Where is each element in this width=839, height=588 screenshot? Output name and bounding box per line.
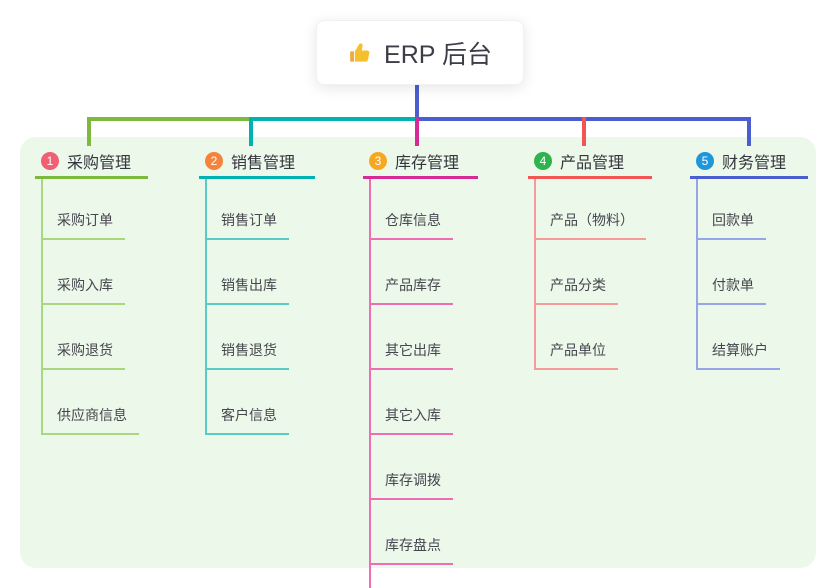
child-label: 库存盘点 [385,537,441,553]
connector-bus-green [87,117,251,121]
child-node[interactable]: 产品分类 [536,240,618,305]
branch-node-finance[interactable]: 5 财务管理 [690,146,808,179]
root-node-label: ERP 后台 [384,40,492,69]
child-node[interactable]: 出库库明细 [371,565,467,588]
child-node[interactable]: 客户信息 [207,370,289,435]
child-label: 产品单位 [550,342,606,358]
child-node[interactable]: 库存盘点 [371,500,453,565]
branch-inventory: 3 库存管理 仓库信息 产品库存 其它出库 其它入库 库存调拨 库存盘点 出库库… [363,146,478,588]
branch-finance: 5 财务管理 回款单 付款单 结算账户 [690,146,808,370]
branch-children: 产品（物料） 产品分类 产品单位 [534,179,652,370]
child-node[interactable]: 库存调拨 [371,435,453,500]
branch-label: 销售管理 [231,155,296,172]
child-node[interactable]: 产品单位 [536,305,618,370]
child-node[interactable]: 结算账户 [698,305,780,370]
child-label: 供应商信息 [57,407,127,423]
child-node[interactable]: 供应商信息 [43,370,139,435]
branch-children: 销售订单 销售出库 销售退货 客户信息 [205,179,315,435]
branch-sales: 2 销售管理 销售订单 销售出库 销售退货 客户信息 [199,146,315,435]
connector-root [415,83,419,121]
branch-label: 财务管理 [722,155,787,172]
connector-drop-procurement [87,117,91,146]
child-label: 产品分类 [550,277,606,293]
child-label: 销售出库 [221,277,277,293]
root-node-erp[interactable]: ERP 后台 [316,20,524,85]
branch-node-sales[interactable]: 2 销售管理 [199,146,315,179]
connector-drop-inventory [415,117,419,146]
connector-drop-finance [747,117,751,146]
priority-badge-4: 4 [534,152,552,170]
branch-node-procurement[interactable]: 1 采购管理 [35,146,148,179]
mindmap-canvas [20,137,816,568]
child-node[interactable]: 销售订单 [207,179,289,240]
child-label: 回款单 [712,212,754,228]
child-label: 采购订单 [57,212,113,228]
child-label: 销售订单 [221,212,277,228]
connector-drop-product [582,117,586,146]
priority-badge-1: 1 [41,152,59,170]
child-label: 客户信息 [221,407,277,423]
child-label: 采购退货 [57,342,113,358]
child-node[interactable]: 采购退货 [43,305,125,370]
child-node[interactable]: 产品库存 [371,240,453,305]
branch-procurement: 1 采购管理 采购订单 采购入库 采购退货 供应商信息 [35,146,148,435]
child-label: 采购入库 [57,277,113,293]
child-label: 付款单 [712,277,754,293]
branch-label: 库存管理 [395,155,460,172]
child-node[interactable]: 采购订单 [43,179,125,240]
child-label: 结算账户 [712,342,768,358]
branch-node-inventory[interactable]: 3 库存管理 [363,146,478,179]
child-node[interactable]: 销售退货 [207,305,289,370]
child-label: 销售退货 [221,342,277,358]
priority-badge-2: 2 [205,152,223,170]
child-label: 产品库存 [385,277,441,293]
child-node[interactable]: 其它出库 [371,305,453,370]
child-node[interactable]: 仓库信息 [371,179,453,240]
branch-children: 回款单 付款单 结算账户 [696,179,808,370]
priority-badge-3: 3 [369,152,387,170]
child-node[interactable]: 产品（物料） [536,179,646,240]
child-label: 仓库信息 [385,212,441,228]
priority-badge-5: 5 [696,152,714,170]
child-label: 其它入库 [385,407,441,423]
branch-label: 采购管理 [67,155,132,172]
child-node[interactable]: 销售出库 [207,240,289,305]
branch-node-product[interactable]: 4 产品管理 [528,146,652,179]
connector-drop-sales [249,117,253,146]
child-label: 其它出库 [385,342,441,358]
child-node[interactable]: 付款单 [698,240,766,305]
child-node[interactable]: 采购入库 [43,240,125,305]
branch-children: 仓库信息 产品库存 其它出库 其它入库 库存调拨 库存盘点 出库库明细 [369,179,478,588]
branch-label: 产品管理 [560,155,625,172]
branch-children: 采购订单 采购入库 采购退货 供应商信息 [41,179,148,435]
child-node[interactable]: 回款单 [698,179,766,240]
child-label: 产品（物料） [550,212,634,228]
child-label: 库存调拨 [385,472,441,488]
thumbs-up-icon [348,40,374,66]
connector-bus-teal [251,117,417,121]
child-node[interactable]: 其它入库 [371,370,453,435]
branch-product: 4 产品管理 产品（物料） 产品分类 产品单位 [528,146,652,370]
